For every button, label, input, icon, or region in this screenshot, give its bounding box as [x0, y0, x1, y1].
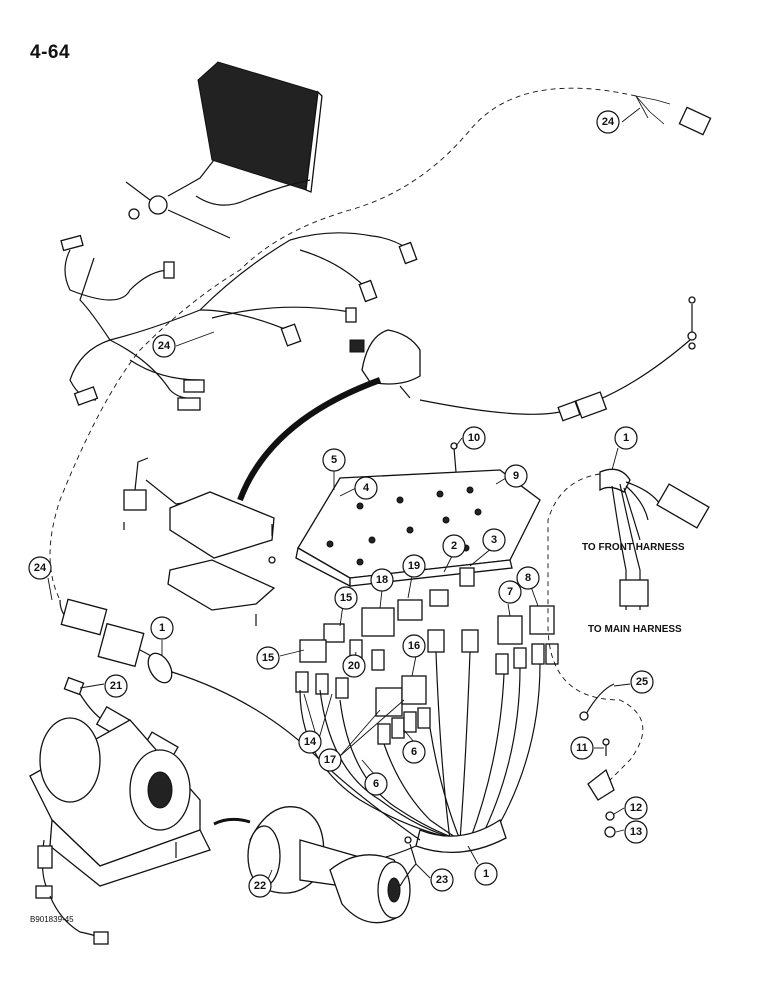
callout-24-middle: 24: [158, 340, 171, 352]
callout-24-top-right: 24: [602, 116, 615, 128]
callout-18: 18: [376, 574, 388, 586]
callout-16: 16: [408, 640, 420, 652]
callout-circle-1-right: [614, 426, 638, 450]
callout-circles: [28, 110, 654, 898]
callout-2: 2: [451, 540, 457, 552]
blower-motor: [247, 806, 417, 924]
right-harness-connectors: [547, 468, 710, 781]
page-number: 4-64: [30, 42, 71, 63]
callout-19: 19: [408, 560, 420, 572]
callout-15-lower: 15: [262, 652, 274, 664]
callout-1-left: 1: [159, 622, 165, 634]
callout-circle-11: [570, 736, 594, 760]
callout-6-lower: 6: [373, 778, 379, 790]
callout-circle-5: [322, 448, 346, 472]
bracket-hardware: [579, 683, 616, 838]
callout-21: 21: [110, 680, 122, 692]
callout-circle-24-top-right: [596, 110, 620, 134]
callout-9: 9: [513, 470, 519, 482]
callout-circle-3: [482, 528, 506, 552]
callout-circle-2: [442, 534, 466, 558]
blower-assembly: [29, 717, 211, 945]
callout-20: 20: [348, 660, 360, 672]
callout-12: 12: [630, 802, 642, 814]
callout-23: 23: [436, 874, 448, 886]
callout-circle-24-left: [28, 556, 52, 580]
top-right-connector: [635, 95, 712, 136]
callout-circle-15-upper: [334, 586, 358, 610]
callout-circle-17: [318, 748, 342, 772]
callout-circle-4: [354, 476, 378, 500]
callout-25: 25: [636, 676, 648, 688]
callout-circle-20: [342, 654, 366, 678]
callout-14: 14: [304, 736, 317, 748]
callout-1-bottom: 1: [483, 868, 489, 880]
callout-circle-22: [248, 874, 272, 898]
callout-circle-25: [630, 670, 654, 694]
harness-connectors: [60, 234, 418, 411]
callout-circle-16: [402, 634, 426, 658]
callout-13: 13: [630, 826, 642, 838]
switch-group: [295, 567, 559, 745]
callout-circle-10: [462, 426, 486, 450]
callout-circle-15-lower: [256, 646, 280, 670]
callout-circle-23: [430, 868, 454, 892]
lens-plate: [167, 491, 276, 626]
switch-wiring: [299, 651, 541, 864]
callout-17: 17: [324, 754, 336, 766]
callout-circle-7: [498, 580, 522, 604]
callout-7: 7: [507, 586, 513, 598]
leader-lines: [47, 107, 641, 885]
callout-8: 8: [525, 572, 531, 584]
callout-circle-18: [370, 568, 394, 592]
callout-circle-21: [104, 674, 128, 698]
dome-light: [349, 329, 421, 399]
assembly-arrow: [237, 377, 382, 502]
callout-circle-14: [298, 730, 322, 754]
label-to-front-harness: TO FRONT HARNESS: [582, 542, 685, 553]
callout-15-upper: 15: [340, 592, 352, 604]
callout-circle-13: [624, 820, 648, 844]
callout-circle-6-upper: [402, 740, 426, 764]
callout-circle-12: [624, 796, 648, 820]
callout-circle-9: [504, 464, 528, 488]
speaker-panel-assembly: [125, 61, 323, 239]
callout-1-right: 1: [623, 432, 629, 444]
callout-11: 11: [576, 742, 588, 754]
callout-24-left: 24: [34, 562, 47, 574]
callout-6-upper: 6: [411, 746, 417, 758]
label-to-main-harness: TO MAIN HARNESS: [588, 624, 682, 635]
figure-code: B901839-45: [30, 915, 74, 924]
relay-bracket: [123, 457, 221, 530]
callout-circle-1-left: [150, 616, 174, 640]
callout-3: 3: [491, 534, 497, 546]
callout-22: 22: [254, 880, 266, 892]
callout-numbers: 24 24 24 1 1 1 2 3 4 5 6 6 7 8 9 10 11 1…: [34, 116, 648, 892]
callout-circle-6-lower: [364, 772, 388, 796]
callout-4: 4: [363, 482, 370, 494]
callout-circle-8: [516, 566, 540, 590]
motor-arrow: [213, 817, 251, 826]
callout-5: 5: [331, 454, 337, 466]
callout-10: 10: [468, 432, 480, 444]
callout-circle-1-bottom: [474, 862, 498, 886]
right-wire-bolt: [419, 296, 697, 422]
callout-circle-24-middle: [152, 334, 176, 358]
callout-circle-19: [402, 554, 426, 578]
